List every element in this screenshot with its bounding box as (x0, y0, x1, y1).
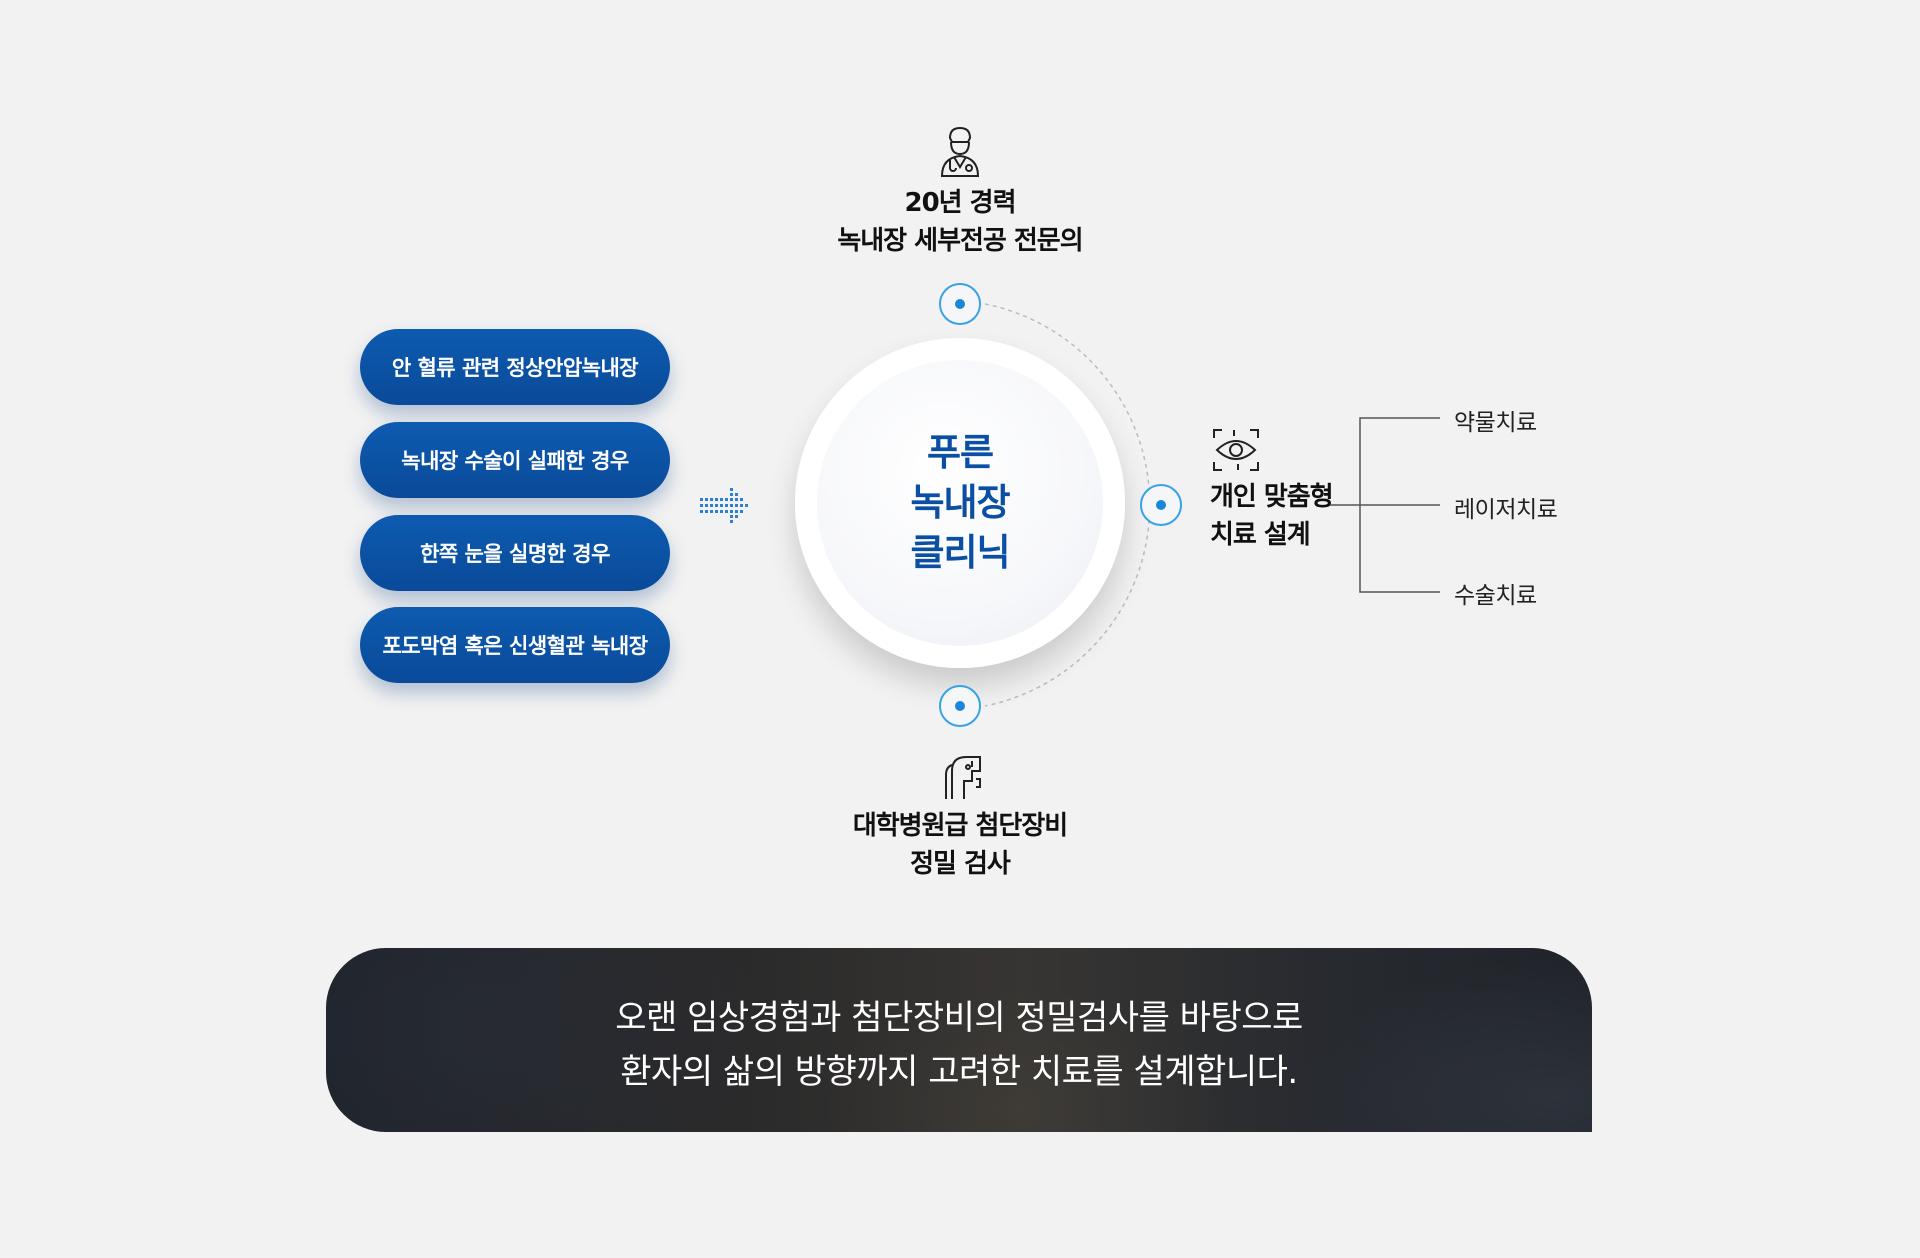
bottom-node-dot (939, 685, 981, 727)
top-node-dot (939, 283, 981, 325)
summary-banner: 오랜 임상경험과 첨단장비의 정밀검사를 바탕으로 환자의 삶의 방향까지 고려… (326, 948, 1592, 1132)
arrow-right-icon (700, 488, 748, 523)
clinic-title-line: 푸른 (926, 431, 994, 474)
top-feature-line: 녹내장 세부전공 전문의 (837, 226, 1083, 256)
bottom-feature-line: 정밀 검사 (910, 849, 1011, 879)
eye-scan-icon (1213, 429, 1259, 471)
clinic-title-line: 녹내장 (910, 481, 1010, 524)
bottom-feature-line: 대학병원급 첨단장비 (852, 811, 1068, 841)
bottom-feature-label: 대학병원급 첨단장비 정밀 검사 (780, 807, 1140, 883)
equipment-icon (945, 756, 981, 799)
right-feature-line: 개인 맞춤형 (1210, 482, 1334, 512)
condition-pill: 안 혈류 관련 정상안압녹내장 (360, 329, 670, 405)
treatment-bracket (1330, 417, 1440, 593)
condition-pill: 한쪽 눈을 실명한 경우 (360, 515, 670, 591)
doctor-icon (940, 126, 980, 177)
treatment-item: 수술치료 (1454, 583, 1537, 609)
condition-pill: 녹내장 수술이 실패한 경우 (360, 422, 670, 498)
banner-line: 환자의 삶의 방향까지 고려한 치료를 설계합니다. (620, 1052, 1298, 1092)
treatment-item: 레이저치료 (1454, 497, 1558, 523)
right-feature-label: 개인 맞춤형 치료 설계 (1210, 478, 1410, 554)
condition-pill: 포도막염 혹은 신생혈관 녹내장 (360, 607, 670, 683)
treatment-item: 약물치료 (1454, 410, 1537, 436)
clinic-circle: 푸른 녹내장 클리닉 (795, 338, 1125, 668)
right-feature-line: 치료 설계 (1210, 520, 1311, 550)
clinic-title-line: 클리닉 (910, 531, 1010, 574)
top-feature-label: 20년 경력 녹내장 세부전공 전문의 (780, 184, 1140, 260)
right-node-dot (1140, 484, 1182, 526)
top-feature-line: 20년 경력 (904, 188, 1017, 218)
banner-line: 오랜 임상경험과 첨단장비의 정밀검사를 바탕으로 (615, 998, 1303, 1038)
